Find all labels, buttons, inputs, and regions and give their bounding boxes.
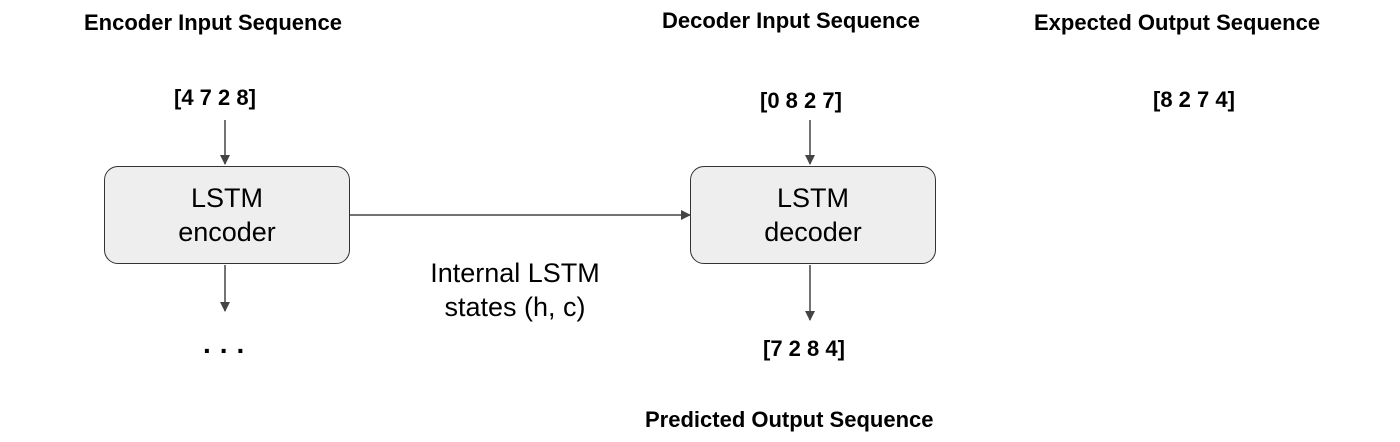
decoder-input-sequence: [0 8 2 7] (760, 88, 842, 113)
predicted-output-heading: Predicted Output Sequence (645, 407, 934, 432)
lstm-decoder-line2: decoder (764, 217, 862, 247)
internal-states-line1: Internal LSTM (430, 258, 600, 288)
lstm-encoder-line1: LSTM (190, 183, 263, 213)
encoder-input-heading: Encoder Input Sequence (84, 10, 342, 35)
predicted-output-sequence: [7 2 8 4] (763, 336, 845, 361)
lstm-decoder-box: LSTM decoder (690, 166, 936, 264)
internal-states-line2: states (h, c) (444, 292, 586, 322)
encoder-input-sequence: [4 7 2 8] (174, 85, 256, 110)
decoder-input-heading: Decoder Input Sequence (662, 8, 920, 33)
expected-output-sequence: [8 2 7 4] (1153, 87, 1235, 112)
lstm-encoder-box: LSTM encoder (104, 166, 350, 264)
lstm-encoder-line2: encoder (178, 217, 276, 247)
lstm-decoder-line1: LSTM (776, 183, 849, 213)
internal-states-label: Internal LSTM states (h, c) (410, 256, 620, 324)
ellipsis: ... (203, 328, 254, 359)
expected-output-heading: Expected Output Sequence (1034, 10, 1321, 35)
